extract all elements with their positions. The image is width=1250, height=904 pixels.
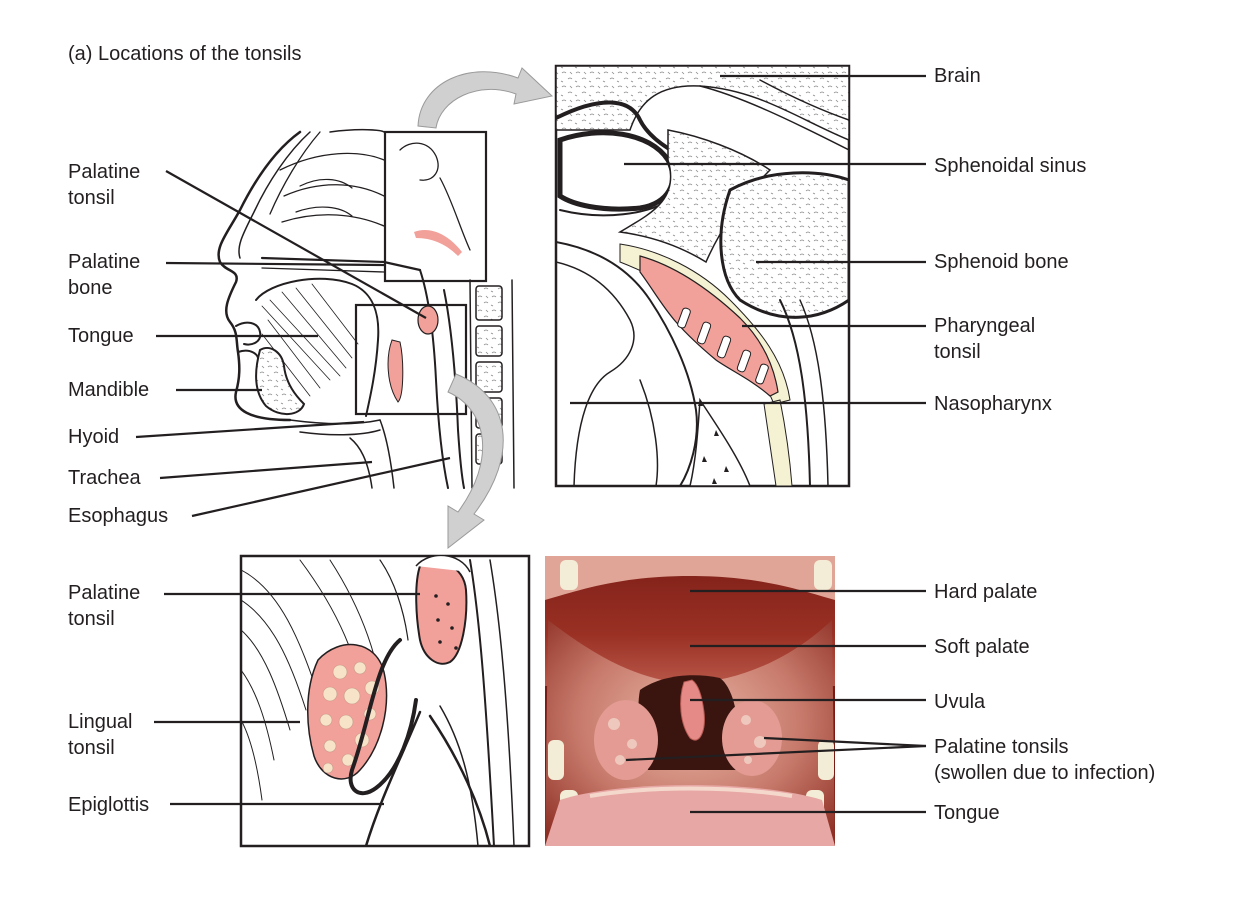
oropharynx-detail-panel — [239, 554, 531, 848]
label-palatine-tonsils-line2: (swollen due to infection) — [934, 762, 1155, 784]
photo-labels: Hard palate Soft palate Uvula Palatine t… — [934, 581, 1155, 824]
label-bl-palatine-tonsil-line2: tonsil — [68, 608, 115, 630]
label-bl-palatine-tonsil-line1: Palatine — [68, 582, 140, 604]
label-nasopharynx: Nasopharynx — [934, 393, 1052, 415]
callout-arrow-top — [417, 67, 554, 129]
nasopharynx-detail-panel — [554, 64, 851, 488]
label-epiglottis: Epiglottis — [68, 794, 149, 816]
label-hard-palate: Hard palate — [934, 581, 1037, 603]
label-uvula: Uvula — [934, 691, 986, 713]
bottom-left-labels: Palatine tonsil Lingual tonsil Epiglotti… — [68, 582, 149, 816]
label-soft-palate: Soft palate — [934, 636, 1030, 658]
label-tongue: Tongue — [68, 325, 134, 347]
label-trachea: Trachea — [68, 467, 142, 489]
figure-title: (a) Locations of the tonsils — [68, 43, 301, 65]
label-palatine-tonsil-line2: tonsil — [68, 187, 115, 209]
label-pharyngeal-tonsil-line2: tonsil — [934, 341, 981, 363]
label-esophagus: Esophagus — [68, 505, 168, 527]
label-lingual-tonsil-line2: tonsil — [68, 737, 115, 759]
label-photo-tongue: Tongue — [934, 802, 1000, 824]
nasopharynx-detail-box — [383, 130, 488, 283]
oropharynx-detail-box — [354, 303, 468, 416]
label-palatine-tonsils-line1: Palatine tonsils — [934, 736, 1069, 758]
leader-lines — [135, 74, 927, 814]
label-mandible: Mandible — [68, 379, 149, 401]
label-palatine-bone-line2: bone — [68, 277, 113, 299]
label-palatine-tonsil-line1: Palatine — [68, 161, 140, 183]
label-palatine-bone-line1: Palatine — [68, 251, 140, 273]
left-labels: Palatine tonsil Palatine bone Tongue Man… — [68, 161, 168, 527]
label-brain: Brain — [934, 65, 981, 87]
head-sagittal-section — [217, 128, 515, 489]
label-hyoid: Hyoid — [68, 426, 119, 448]
label-lingual-tonsil-line1: Lingual — [68, 711, 133, 733]
callout-arrow-bottom — [447, 373, 504, 550]
top-right-labels: Brain Sphenoidal sinus Sphenoid bone Pha… — [934, 65, 1086, 415]
label-sphenoidal-sinus: Sphenoidal sinus — [934, 155, 1086, 177]
label-pharyngeal-tonsil-line1: Pharyngeal — [934, 315, 1035, 337]
label-sphenoid-bone: Sphenoid bone — [934, 251, 1069, 273]
